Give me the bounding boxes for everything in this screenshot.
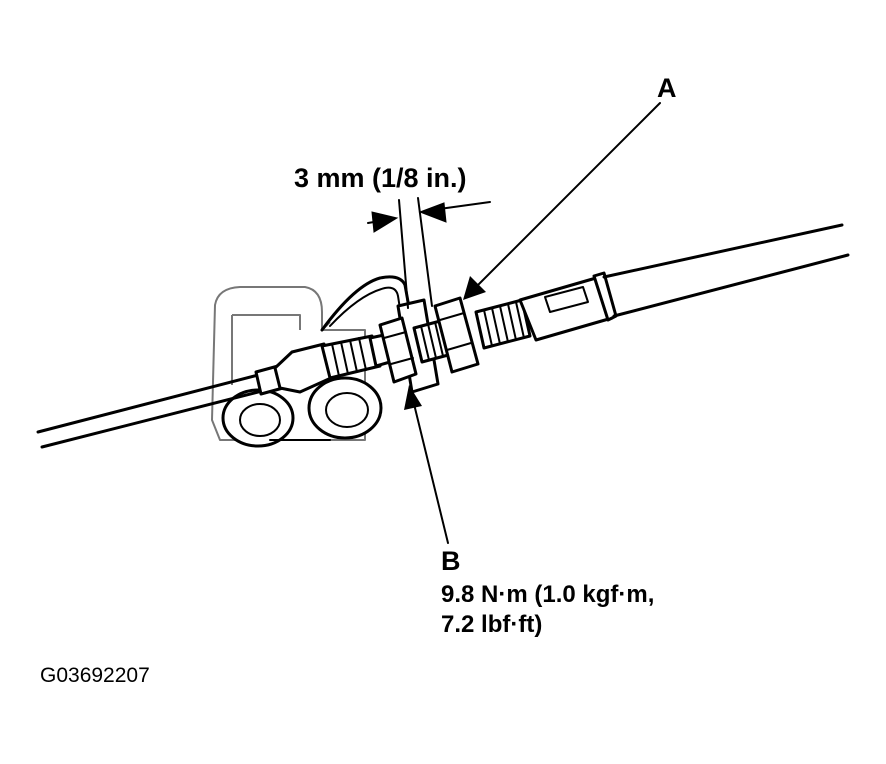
left-cable-fitting <box>254 333 392 396</box>
torque-spec-line1: 9.8 N·m (1.0 kgf·m, <box>441 581 655 608</box>
label-b: B <box>441 546 461 576</box>
adjusting-nut-a <box>433 296 480 374</box>
left-cable <box>36 372 268 449</box>
right-threaded-rod <box>474 298 532 350</box>
figure-code: G03692207 <box>40 664 150 687</box>
wire-clip <box>320 275 414 332</box>
bracket-bosses <box>221 376 383 448</box>
leader-arrow-a <box>463 102 661 300</box>
leader-arrow-b <box>404 385 449 544</box>
torque-spec-line2: 7.2 lbf·ft) <box>441 611 543 638</box>
cable-housing <box>518 271 618 342</box>
right-cable <box>602 223 850 318</box>
lock-nut-b <box>378 316 418 384</box>
gap-dimension-label: 3 mm (1/8 in.) <box>294 163 467 193</box>
label-a: A <box>657 73 677 103</box>
gap-dimension <box>367 197 491 309</box>
